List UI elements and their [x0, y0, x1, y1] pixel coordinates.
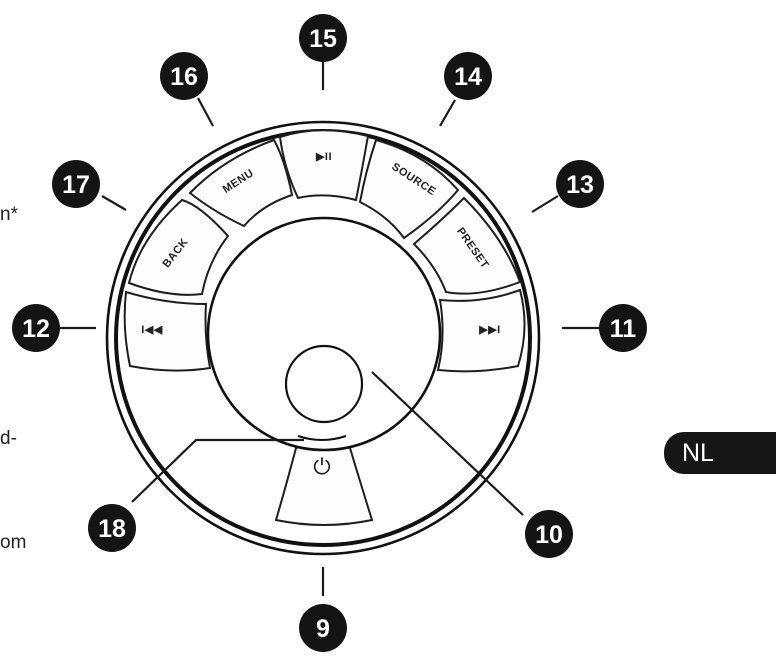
source-button[interactable]: SOURCE: [358, 138, 460, 240]
svg-text:15: 15: [309, 25, 337, 53]
power-button[interactable]: ⏻: [274, 443, 374, 526]
button-ring: BACK MENU ▶II SOURCE PRESET I◀◀ ▶▶I ⏻: [123, 129, 526, 526]
callout-15: 15: [299, 14, 347, 62]
callout-16: 16: [160, 52, 208, 100]
svg-text:13: 13: [566, 171, 594, 199]
svg-text:12: 12: [22, 315, 50, 343]
back-button[interactable]: BACK: [127, 198, 230, 296]
callout-9: 9: [299, 604, 347, 652]
play-pause-button[interactable]: ▶II: [278, 129, 370, 202]
previous-button-label: I◀◀: [141, 324, 163, 336]
next-button-label: ▶▶I: [478, 324, 500, 336]
svg-text:10: 10: [535, 521, 563, 549]
leader-lines: [60, 62, 600, 596]
svg-text:18: 18: [98, 515, 126, 543]
language-tab[interactable]: NL: [664, 432, 776, 474]
callout-10: 10: [525, 510, 573, 558]
margin-text-fragment-3: om: [0, 532, 27, 553]
callout-12: 12: [12, 304, 60, 352]
callout-17: 17: [52, 160, 100, 208]
svg-text:11: 11: [610, 315, 637, 343]
svg-text:17: 17: [62, 171, 90, 199]
next-button[interactable]: ▶▶I: [436, 288, 526, 373]
menu-button[interactable]: MENU: [188, 138, 294, 228]
callout-18: 18: [88, 504, 136, 552]
callout-13: 13: [556, 160, 604, 208]
margin-text-fragment-2: d-: [0, 428, 17, 449]
margin-text-fragment-1: n*: [0, 204, 18, 225]
indicator-light: [297, 435, 347, 441]
rotary-dial[interactable]: [206, 216, 442, 452]
play-pause-button-label: ▶II: [315, 151, 332, 163]
dial-center-knob[interactable]: [284, 344, 364, 424]
callout-14: 14: [444, 52, 492, 100]
svg-text:9: 9: [316, 615, 330, 643]
svg-text:14: 14: [454, 63, 482, 91]
power-icon: ⏻: [313, 455, 330, 480]
previous-button[interactable]: I◀◀: [123, 290, 212, 372]
callout-11: 11: [599, 304, 647, 352]
svg-text:16: 16: [170, 63, 198, 91]
preset-button[interactable]: PRESET: [412, 196, 522, 295]
